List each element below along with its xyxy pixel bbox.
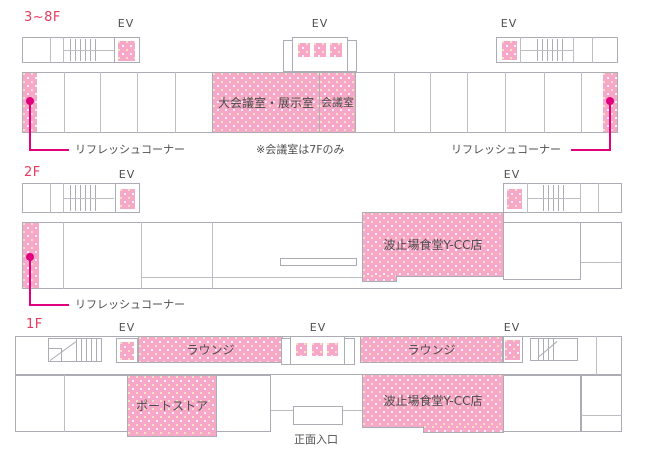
elevator-icon — [312, 343, 323, 356]
ev-label: EV — [309, 321, 327, 334]
wall-line — [343, 410, 362, 411]
elevator-icon — [314, 43, 326, 57]
port-store-label: ポートストア — [135, 399, 208, 413]
elevator-icon — [298, 43, 310, 57]
room-outline — [503, 222, 581, 280]
wall-line — [137, 72, 138, 133]
lounge-left — [138, 336, 283, 363]
wall-line — [598, 183, 599, 213]
refresh-corner-label-left: リフレッシュコーナー — [75, 143, 185, 156]
ev-label: EV — [311, 17, 329, 30]
wall-line — [50, 183, 51, 213]
refresh-corner-dot — [606, 97, 614, 105]
wall-line — [430, 72, 431, 133]
floor-label-3-8f: 3~8F — [24, 10, 61, 25]
elevator-icon — [507, 189, 522, 209]
meeting-room — [319, 72, 356, 133]
wall-line — [505, 72, 506, 133]
floor-label-2f: 2F — [24, 165, 41, 180]
main-entrance-label: 正面入口 — [294, 433, 338, 446]
meeting-room-label: 会議室 — [321, 96, 354, 109]
lounge-left-label: ラウンジ — [186, 342, 235, 357]
restaurant-1f-label: 波止場食堂Y-CC店 — [383, 394, 483, 408]
restaurant-2f-label: 波止場食堂Y-CC店 — [383, 237, 483, 252]
elevator-icon — [502, 41, 517, 60]
leader-line — [571, 149, 611, 151]
wall-line — [592, 37, 593, 63]
refresh-corner-label-left: リフレッシュコーナー — [75, 298, 185, 311]
elevator-icon — [327, 343, 338, 356]
wall-line — [64, 72, 65, 133]
wall-line — [271, 410, 293, 411]
leader-line — [29, 101, 31, 151]
wall-line — [141, 222, 142, 289]
leader-line — [609, 101, 611, 151]
restaurant-2f — [362, 212, 504, 277]
ev-label: EV — [118, 321, 136, 334]
main-entrance-box — [293, 406, 343, 425]
elevator-icon — [505, 340, 520, 360]
meeting-room-note: ※会議室は7Fのみ — [256, 143, 345, 156]
wall-line — [581, 72, 582, 133]
refresh-corner-dot — [26, 253, 34, 261]
stairs-icon — [76, 339, 100, 361]
wall-line — [573, 37, 574, 63]
grand-conference-room-label: 大会議室・展示室 — [217, 95, 314, 110]
refresh-corner-dot — [26, 97, 34, 105]
lounge-right — [360, 336, 503, 363]
stair-mid-line — [527, 198, 580, 199]
floor-label-1f: 1F — [26, 317, 43, 332]
refresh-corner-label-right: リフレッシュコーナー — [451, 143, 561, 156]
wall-line — [544, 72, 545, 133]
elevator-icon — [120, 342, 134, 360]
wall-line — [467, 72, 468, 133]
wall-line — [212, 222, 213, 289]
stair-mid-line — [63, 198, 114, 199]
room-outline — [581, 375, 622, 432]
restaurant-1f — [362, 374, 504, 428]
ev-label: EV — [118, 168, 136, 181]
stair-mid-line — [63, 50, 114, 51]
port-store — [127, 375, 217, 437]
grand-conference-room — [212, 72, 320, 133]
leader-line — [29, 304, 69, 306]
elevator-icon — [296, 343, 307, 356]
stair-mid-line — [520, 50, 573, 51]
ev-label: EV — [117, 17, 135, 30]
wall-line — [581, 415, 622, 416]
ev-label: EV — [503, 321, 521, 334]
wall-line — [580, 183, 581, 213]
ev-label: EV — [500, 17, 518, 30]
wall-line — [175, 72, 176, 133]
wall-line — [63, 222, 64, 289]
wall-line — [50, 37, 51, 63]
wall-line — [394, 72, 395, 133]
wall-line — [141, 277, 362, 278]
wall-niche — [280, 258, 357, 266]
elevator-icon — [120, 189, 135, 209]
leader-line — [29, 257, 31, 306]
room-outline — [503, 375, 581, 432]
lounge-right-label: ラウンジ — [407, 342, 456, 357]
restaurant-2f-step — [362, 275, 397, 282]
ev-label: EV — [503, 168, 521, 181]
wall-line — [100, 72, 101, 133]
elevator-icon — [330, 43, 342, 57]
leader-line — [29, 149, 69, 151]
wall-line — [64, 375, 65, 432]
elevator-icon — [118, 41, 135, 61]
wall-line — [596, 336, 597, 375]
wall-line — [581, 262, 622, 263]
